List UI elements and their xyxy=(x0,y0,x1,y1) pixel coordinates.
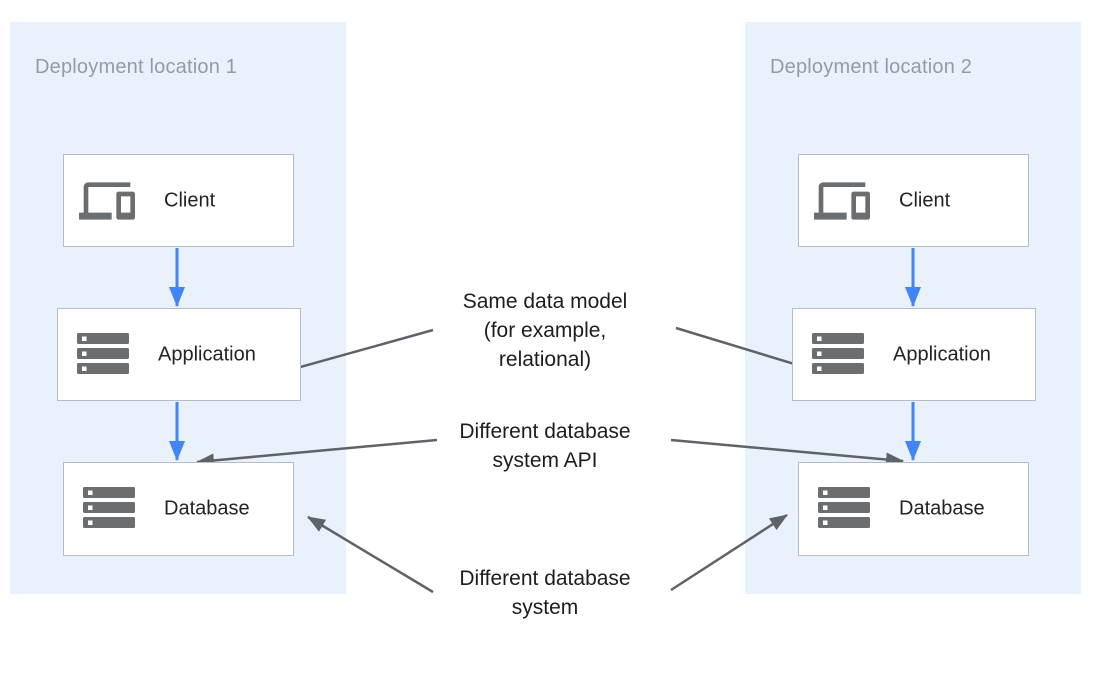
annotation-line: (for example, xyxy=(483,319,607,342)
node-label: Client xyxy=(164,189,216,211)
server-stack-icon xyxy=(812,332,864,377)
annotation-line: system xyxy=(511,596,579,619)
node-label: Database xyxy=(899,497,985,520)
annotation-line: Different database xyxy=(459,567,631,590)
node-label: Application xyxy=(893,343,991,365)
annotation-different-db-api: Different database system API xyxy=(405,417,685,475)
server-stack-icon xyxy=(83,487,135,531)
application-node-2: Application xyxy=(792,308,1036,401)
devices-icon xyxy=(814,177,870,224)
annotation-line: system API xyxy=(492,449,598,472)
client-node-1: Client xyxy=(63,154,294,247)
server-stack-icon xyxy=(77,332,129,377)
database-node-1: Database xyxy=(63,462,294,556)
node-label: Application xyxy=(158,343,256,365)
panel-title: Deployment location 2 xyxy=(770,56,973,78)
devices-icon xyxy=(79,177,135,224)
annotation-arrow-db-api-left xyxy=(196,438,438,468)
database-node-2: Database xyxy=(798,462,1029,556)
annotation-line: relational) xyxy=(498,348,592,371)
node-label: Client xyxy=(899,189,951,211)
annotation-line: Same data model xyxy=(462,290,628,313)
client-node-2: Client xyxy=(798,154,1029,247)
annotation-arrow-db-system-right xyxy=(670,513,788,592)
node-label: Database xyxy=(164,497,250,520)
panel-title: Deployment location 1 xyxy=(35,56,238,78)
annotation-arrow-db-api-right xyxy=(670,438,904,467)
application-node-1: Application xyxy=(57,308,301,401)
annotation-line: Different database xyxy=(459,420,631,443)
annotation-arrow-db-system-left xyxy=(307,515,434,594)
annotation-different-db-system: Different database system xyxy=(405,564,685,622)
annotation-same-data-model: Same data model (for example, relational… xyxy=(405,287,685,374)
server-stack-icon xyxy=(818,487,870,531)
